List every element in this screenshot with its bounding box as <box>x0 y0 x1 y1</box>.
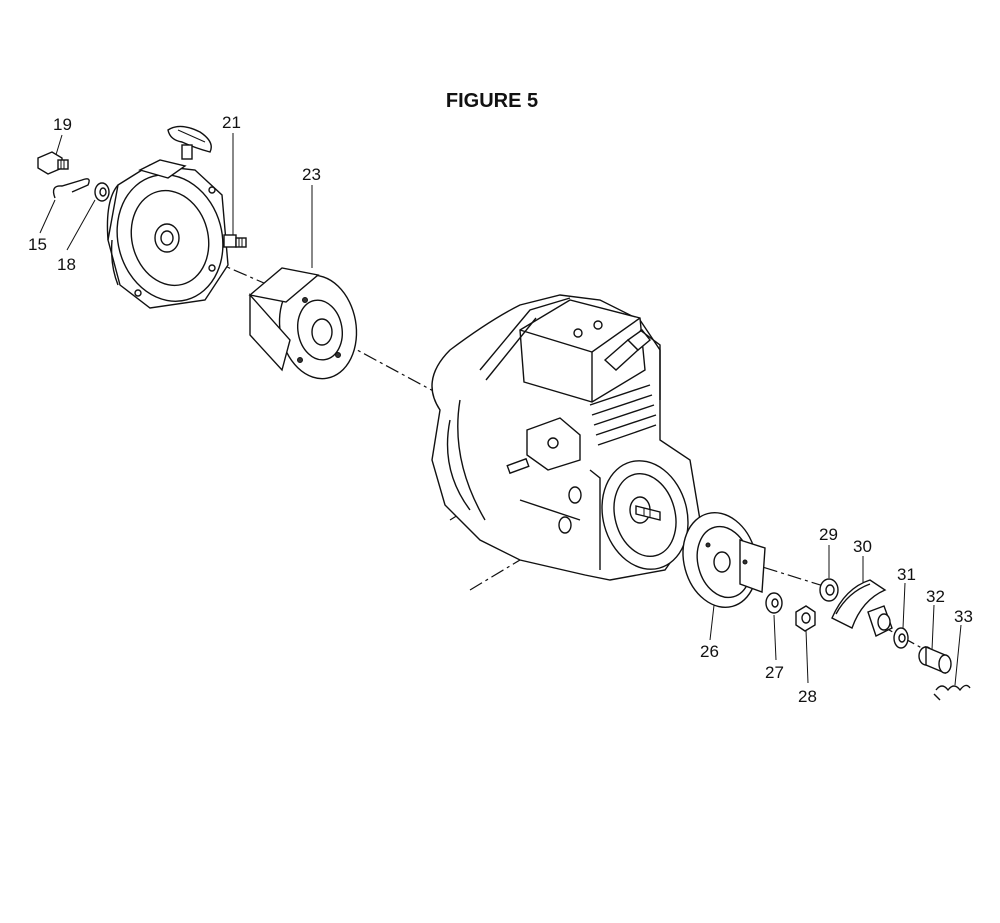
part-label-27: 27 <box>765 663 784 682</box>
part-label-15: 15 <box>28 235 47 254</box>
shoulder-bolt-32 <box>918 645 952 675</box>
recoil-starter-housing <box>106 159 229 309</box>
clutch-shoe-30 <box>831 579 893 637</box>
clutch-drum-26 <box>682 512 766 608</box>
part-label-31: 31 <box>897 565 916 584</box>
bolt-19 <box>37 151 69 175</box>
part-label-18: 18 <box>57 255 76 274</box>
starter-pulley-23 <box>248 267 358 380</box>
part-label-23: 23 <box>302 165 321 184</box>
part-label-33: 33 <box>954 607 973 626</box>
washer-31 <box>893 627 909 649</box>
part-label-26: 26 <box>700 642 719 661</box>
nut-28 <box>795 605 816 632</box>
part-label-28: 28 <box>798 687 817 706</box>
engine-block <box>431 294 701 581</box>
washer-27 <box>765 592 783 614</box>
screw-21 <box>223 234 247 248</box>
washer-18 <box>94 182 110 202</box>
spring-clip-15 <box>52 178 90 199</box>
leader-lines <box>39 133 962 686</box>
part-label-32: 32 <box>926 587 945 606</box>
figure-title: FIGURE 5 <box>445 90 539 112</box>
part-label-29: 29 <box>819 525 838 544</box>
part-label-30: 30 <box>853 537 872 556</box>
part-label-19: 19 <box>53 115 72 134</box>
starter-handle <box>167 125 212 160</box>
washer-29 <box>819 578 839 602</box>
spring-33 <box>933 684 971 701</box>
part-label-21: 21 <box>222 113 241 132</box>
part-labels: 19 21 23 15 18 26 27 28 29 30 31 32 33 <box>28 113 973 706</box>
